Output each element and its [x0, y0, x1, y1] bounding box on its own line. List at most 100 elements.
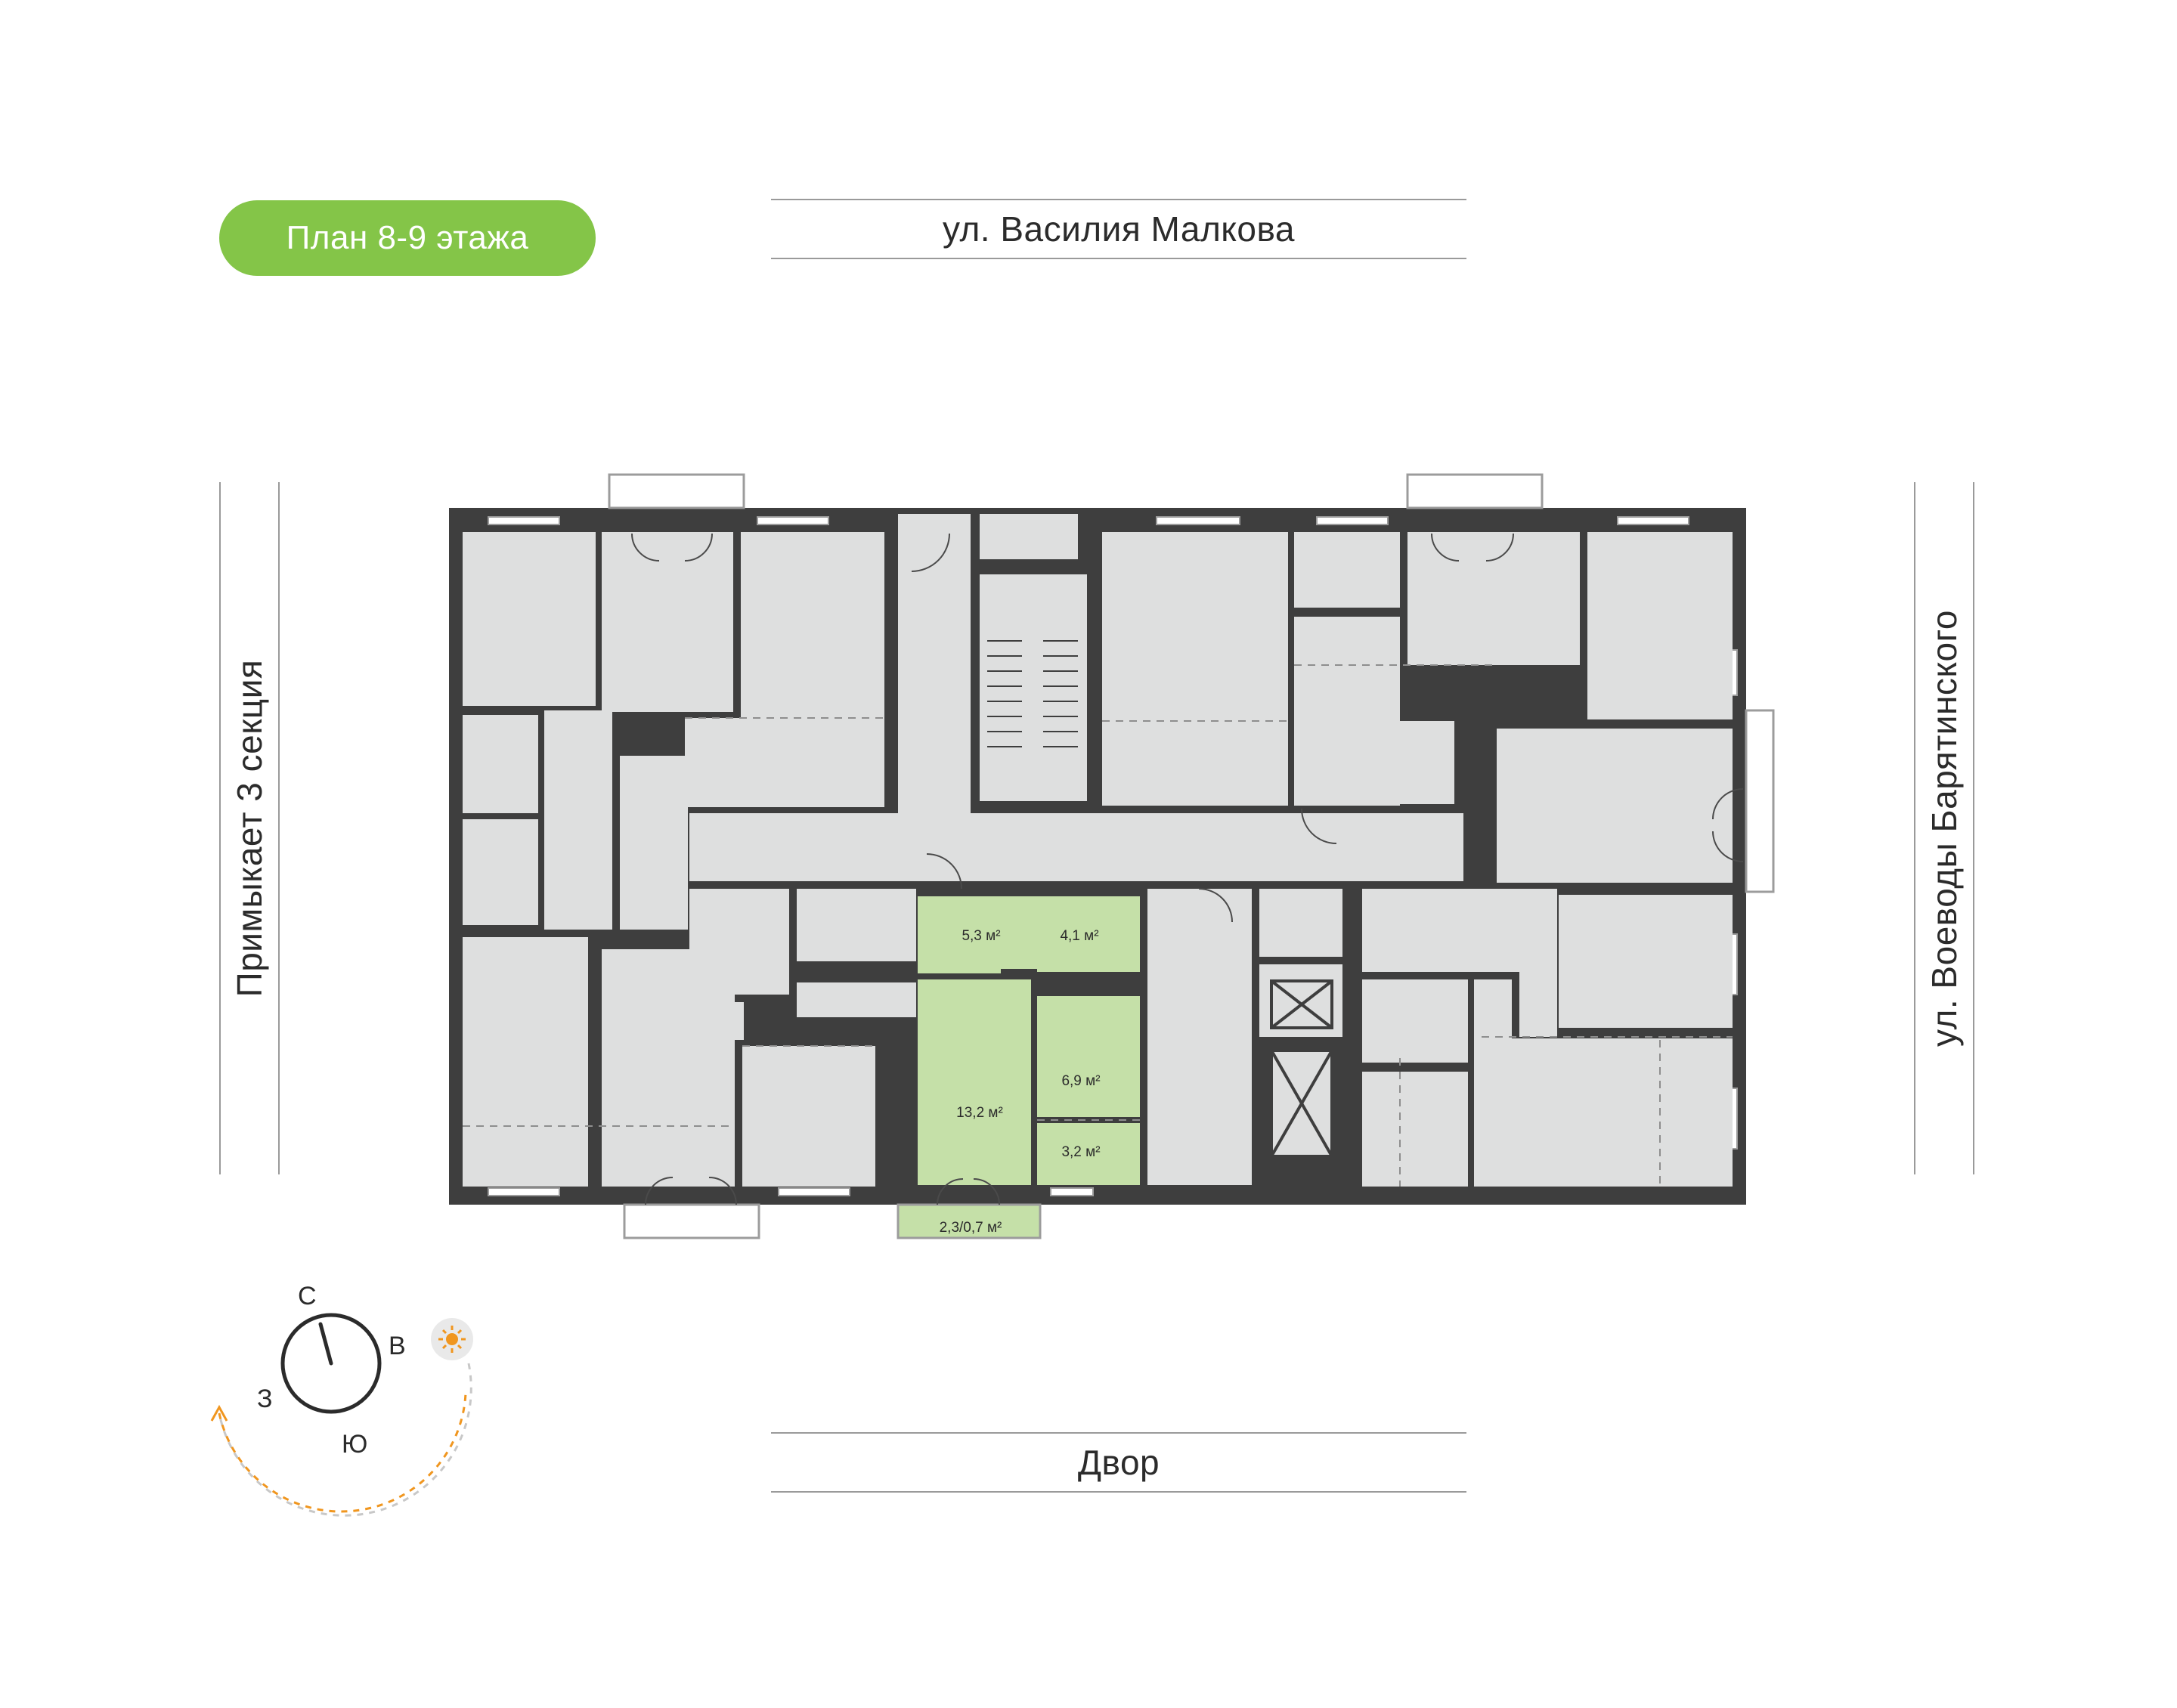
room-area: [918, 979, 1031, 1185]
room: [1587, 532, 1733, 719]
door-swing: [1431, 533, 1460, 562]
street-bottom: Двор: [771, 1432, 1466, 1493]
street-top: ул. Василия Малкова: [771, 199, 1466, 259]
room: [689, 1002, 744, 1040]
door-swing: [684, 533, 713, 562]
room: [689, 889, 789, 995]
street-bottom-label: Двор: [1077, 1443, 1160, 1482]
room: [1102, 532, 1288, 806]
room: [1362, 889, 1542, 972]
window: [778, 1187, 850, 1196]
window: [757, 516, 829, 525]
room: [741, 532, 884, 718]
room: [620, 756, 688, 930]
door-swing: [911, 533, 950, 572]
dashed-lines: [463, 664, 1733, 1187]
room: [1147, 889, 1252, 1185]
room: [742, 1046, 875, 1187]
balcony-bottom-left: [623, 1203, 760, 1239]
sun-path-arrow: [210, 1404, 228, 1422]
area-label-kitchen: 6,9 м²: [1061, 1073, 1100, 1089]
door-swing: [937, 1178, 964, 1205]
sun-icon-rays: [438, 1326, 466, 1353]
plan-badge: План 8-9 этажа: [219, 200, 596, 276]
sun-path-active: [218, 1393, 467, 1513]
room: [463, 937, 588, 1187]
compass-east: В: [389, 1332, 406, 1360]
room: [1519, 889, 1557, 1037]
room: [1362, 979, 1468, 1063]
sun-ray: [441, 1344, 447, 1350]
room: [463, 819, 538, 925]
room: [980, 514, 1078, 559]
door-swing: [1485, 533, 1514, 562]
window: [488, 1187, 560, 1196]
sun-ray: [457, 1329, 463, 1335]
room: [544, 710, 612, 930]
corridor-area: [1037, 1123, 1140, 1185]
street-left: Примыкает 3 секция: [219, 482, 280, 1174]
room: [463, 532, 596, 706]
door-swing: [1301, 808, 1337, 844]
room: [1474, 1038, 1733, 1187]
compass-north: С: [298, 1282, 317, 1310]
corridor: [689, 813, 1463, 881]
balcony-top-right: [1406, 473, 1544, 509]
door-swing: [926, 853, 962, 890]
stair-steps: [987, 640, 1078, 747]
door-swing: [1712, 788, 1744, 820]
window: [1617, 516, 1689, 525]
room: [1349, 721, 1454, 804]
window: [1050, 1187, 1094, 1196]
compass-south: Ю: [342, 1430, 368, 1459]
room: [797, 889, 916, 961]
room: [1407, 532, 1580, 665]
room: [797, 982, 916, 1017]
bathroom-area: [1037, 896, 1140, 972]
street-top-label: ул. Василия Малкова: [942, 209, 1296, 249]
area-label-corridor: 3,2 м²: [1061, 1144, 1100, 1160]
compass-west: З: [257, 1385, 273, 1413]
window: [488, 516, 560, 525]
room: [1362, 1072, 1468, 1187]
sun-icon-core: [446, 1333, 458, 1345]
stairs: [980, 574, 1087, 801]
hall-area: [918, 896, 1001, 973]
door-swing: [645, 1177, 674, 1205]
compass-needle: [318, 1322, 333, 1366]
area-label-hall: 5,3 м²: [962, 928, 1000, 944]
compass: [210, 1313, 473, 1517]
window: [1316, 516, 1389, 525]
room: [1294, 532, 1400, 608]
door-swing: [708, 1177, 737, 1205]
room: [463, 715, 538, 813]
area-label-room: 13,2 м²: [956, 1105, 1003, 1121]
lift-cross: [1270, 979, 1333, 1029]
highlighted-apartment: [918, 896, 1140, 1185]
room: [1559, 895, 1733, 1028]
door-swing: [1712, 831, 1744, 862]
balcony-right: [1745, 709, 1775, 893]
room: [602, 532, 733, 712]
street-right: ул. Воеводы Барятинского: [1914, 482, 1974, 1174]
rooms: [463, 514, 1733, 1187]
windows: [488, 516, 1738, 1196]
door-swing: [973, 1178, 1000, 1205]
balcony-top-left: [608, 473, 745, 509]
doors: [631, 533, 1744, 1205]
plan-badge-label: План 8-9 этажа: [286, 219, 529, 256]
stairs: [898, 514, 971, 813]
door-swing: [631, 533, 660, 562]
sun-ray: [457, 1344, 463, 1350]
area-label-bathroom: 4,1 м²: [1060, 928, 1098, 944]
door-swing: [1198, 888, 1233, 923]
balconies: [608, 473, 1775, 1239]
link-area: [1001, 896, 1039, 969]
room: [1497, 729, 1733, 883]
balcony-bottom-highlight: [897, 1203, 1042, 1239]
sun-ray: [441, 1329, 447, 1335]
room: [685, 718, 884, 807]
window: [1156, 516, 1240, 525]
kitchen-area: [1037, 996, 1140, 1117]
